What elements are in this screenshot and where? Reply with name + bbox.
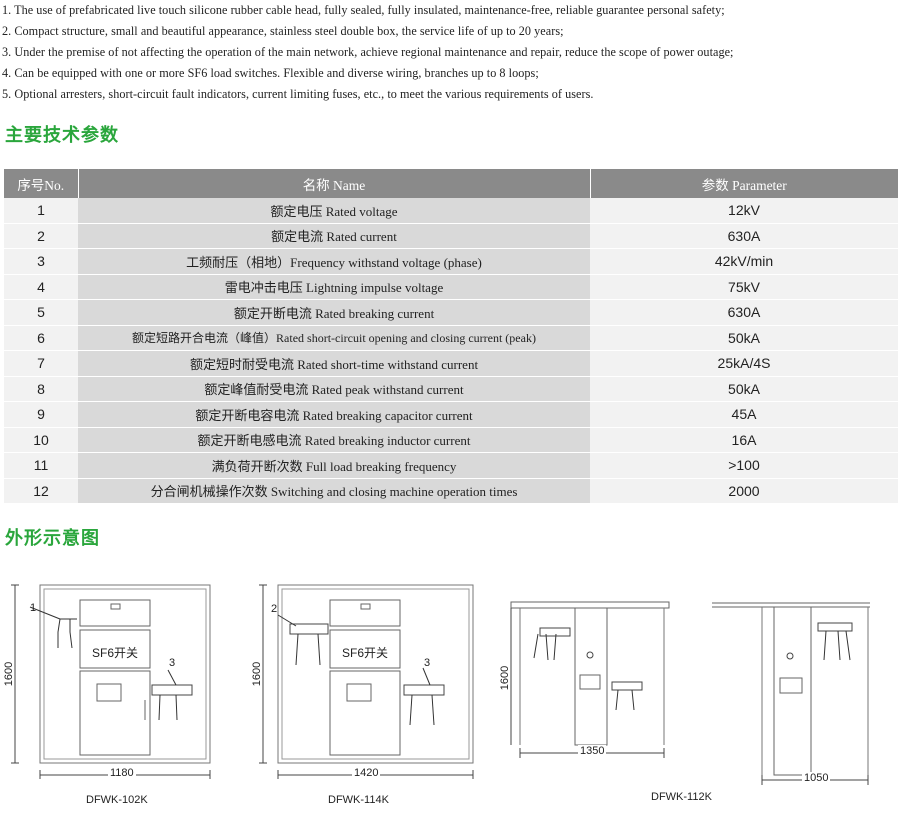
row-no: 12 [4,478,78,504]
row-no: 11 [4,452,78,479]
row-name: 雷电冲击电压 Lightning impulse voltage [78,274,590,300]
row-name: 工频耐压（相地）Frequency withstand voltage (pha… [78,248,590,275]
width-dimension: 1050 [802,772,831,784]
row-no: 7 [4,350,78,377]
row-value: 12kV [590,198,898,224]
row-no: 9 [4,401,78,428]
feature-list: 1. The use of prefabricated live touch s… [2,0,900,105]
header-name: 名称 Name [78,169,591,198]
drawing-dfwk-102k [11,584,211,779]
row-value: 630A [590,223,898,249]
sf6-switch-label: SF6开关 [92,646,139,660]
sf6-switch-label: SF6开关 [342,646,389,660]
width-dimension: 1420 [352,767,381,779]
row-name: 额定电压 Rated voltage [78,198,590,224]
row-value: 630A [590,299,898,326]
model-label: DFWK-114K [328,794,389,806]
row-name: 额定电流 Rated current [78,223,590,249]
feature-item: 3. Under the premise of not affecting th… [2,45,734,59]
row-name: 额定短时耐受电流 Rated short-time withstand curr… [78,350,590,377]
row-value: 50kA [590,376,898,402]
width-dimension: 1180 [108,767,136,779]
row-value: >100 [590,452,898,479]
callout-label: 2 [271,603,278,615]
width-dimension: 1350 [578,745,607,757]
row-value: 45A [590,401,898,428]
row-name: 额定短路开合电流（峰值）Rated short-circuit opening … [78,325,590,351]
height-dimension: 1600 [251,661,264,687]
row-value: 42kV/min [590,248,898,275]
params-section-title: 主要技术参数 [5,125,119,146]
row-name: 额定开断电流 Rated breaking current [78,299,590,326]
feature-item: 2. Compact structure, small and beautifu… [2,24,564,38]
drawing-dfwk-114k [259,584,474,779]
header-param: 参数 Parameter [590,169,898,198]
row-value: 16A [590,427,898,453]
row-value: 50kA [590,325,898,351]
callout-label: 3 [169,657,176,669]
feature-item: 5. Optional arresters, short-circuit fau… [2,87,594,101]
row-no: 3 [4,248,78,275]
row-value: 25kA/4S [590,350,898,377]
row-no: 8 [4,376,78,402]
callout-label: 1 [30,602,37,614]
row-no: 1 [4,198,78,224]
row-name: 额定开断电感电流 Rated breaking inductor current [78,427,590,453]
outline-section-title: 外形示意图 [5,528,100,549]
model-label: DFWK-112K [651,791,712,803]
height-dimension: 1600 [499,665,512,691]
row-no: 10 [4,427,78,453]
row-name: 满负荷开断次数 Full load breaking frequency [78,452,590,479]
row-value: 75kV [590,274,898,300]
callout-label: 3 [424,657,431,669]
model-label: DFWK-102K [86,794,148,806]
row-name: 额定开断电容电流 Rated breaking capacitor curren… [78,401,590,428]
row-no: 4 [4,274,78,300]
row-value: 2000 [590,478,898,504]
row-no: 5 [4,299,78,326]
row-no: 2 [4,223,78,249]
table-header-row: 序号No. 名称 Name 参数 Parameter [4,169,898,198]
cabinet-drawings-svg [11,584,870,785]
feature-item: 4. Can be equipped with one or more SF6 … [2,66,539,80]
outline-drawings: 1 SF6开关 3 1600 1180 DFWK-102K 2 SF6开关 3 … [0,560,900,819]
height-dimension: 1600 [3,661,16,687]
header-no: 序号No. [4,169,79,198]
row-name: 分合闸机械操作次数 Switching and closing machine … [78,478,590,504]
drawing-dfwk-112k [510,601,670,758]
drawing-cabinet-4 [712,602,870,785]
row-no: 6 [4,325,78,351]
row-name: 额定峰值耐受电流 Rated peak withstand current [78,376,590,402]
feature-item: 1. The use of prefabricated live touch s… [2,3,725,17]
